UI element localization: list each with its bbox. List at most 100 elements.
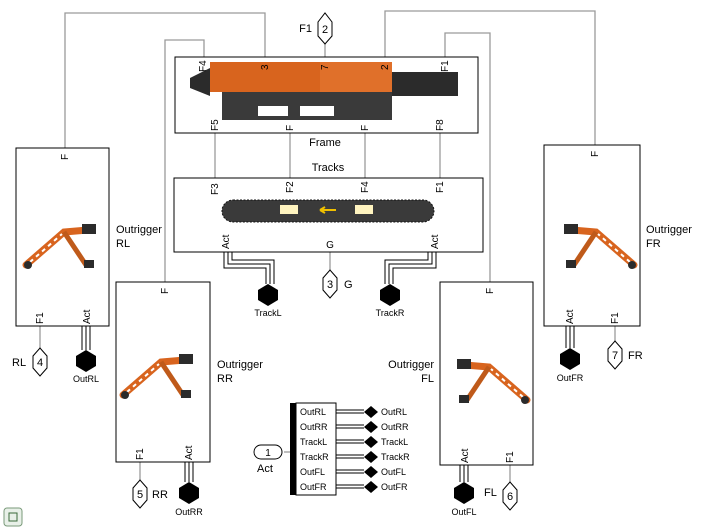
bus-selector-signal: OutRL [300,407,326,417]
bus-selector-signal: OutRR [300,422,328,432]
tracks-port-f4: F4 [360,181,371,193]
trackr-label: TrackR [376,308,405,318]
outrigger-rl-port-f: F [60,154,71,160]
tracks-port-g: G [326,240,334,251]
outrigger-rr-label-2: RR [217,373,233,385]
connection-port-f1[interactable]: 2 [317,12,333,45]
connection-port-fr-label: FR [628,350,643,362]
trackl-label: TrackL [254,308,281,318]
bus-output-port[interactable] [364,481,378,493]
tracks-port-act-left: Act [221,234,232,249]
bus-selector-signal: TrackR [300,452,329,462]
frame-port-7: 7 [320,64,331,70]
outrigger-fr-port-f: F [590,151,601,157]
outrigger-rr-port-act: Act [184,445,195,460]
subsystem-hierarchy-icon[interactable] [3,507,23,527]
inport-number: 1 [265,448,271,459]
outrigger-rr-label-1: Outrigger [217,359,263,371]
outfr-label: OutFR [557,373,584,383]
connection-port-fl-label: FL [484,487,497,499]
connection-port-fr[interactable]: 7 [607,340,623,370]
connection-port-fl[interactable]: 6 [502,481,518,511]
frame-illustration [190,62,458,120]
frame-port-2: 2 [380,64,391,70]
outrigger-fr-block[interactable]: F Act F1 [543,144,641,327]
bus-selector-signal: TrackL [300,437,327,447]
outrigger-fl-port-f1: F1 [505,451,516,463]
frame-port-f7: F [360,125,371,131]
frame-port-f4: F4 [198,60,209,72]
outrigger-rl-block[interactable]: F F1 Act [15,147,110,327]
trackr-output[interactable] [380,284,400,306]
bus-output-label: OutFR [381,482,408,492]
port-number: 2 [322,24,328,36]
outrigger-fr-port-f1: F1 [610,312,621,324]
tracks-block[interactable]: F3 F2 F4 F1 Act G Act [173,177,484,253]
port-number: 4 [37,357,43,369]
bus-selector-signal: OutFR [300,482,327,492]
bus-output-label: OutRL [381,407,407,417]
outrr-label: OutRR [175,507,203,517]
outfl-output[interactable] [454,482,474,504]
connection-port-rr[interactable]: 5 [132,479,148,509]
act-inport[interactable]: 1 [253,444,283,460]
connection-port-rr-label: RR [152,489,168,501]
track-illustration [221,199,435,223]
bus-output-port[interactable] [364,466,378,478]
outrigger-fl-label-2: FL [421,373,434,385]
frame-port-f5: F5 [210,119,221,131]
outrl-label: OutRL [73,374,99,384]
tracks-port-act-right: Act [430,234,441,249]
bus-output-port[interactable] [364,451,378,463]
frame-port-3: 3 [260,64,271,70]
bus-output-port[interactable] [364,436,378,448]
outrigger-rl-port-f1: F1 [35,312,46,324]
bus-selector[interactable] [290,402,337,496]
frame-block[interactable]: F4 3 7 2 F1 F5 F F F8 [174,56,479,134]
bus-output-label: TrackL [381,437,408,447]
outrigger-rl-label-1: Outrigger [116,224,162,236]
frame-port-f1: F1 [440,60,451,72]
port-number: 7 [612,350,618,362]
outrigger-rr-port-f1: F1 [135,448,146,460]
tracks-port-f2: F2 [285,181,296,193]
physical-connections [39,10,616,482]
bus-output-port[interactable] [364,421,378,433]
outrigger-fl-port-f: F [485,288,496,294]
outrigger-fr-label-1: Outrigger [646,224,692,236]
act-inport-label: Act [257,463,273,475]
connection-port-rl[interactable]: 4 [32,347,48,377]
outrigger-rl-port-act: Act [82,309,93,324]
bus-output-label: OutRR [381,422,409,432]
outrigger-fl-port-act: Act [460,448,471,463]
frame-port-f8: F8 [435,119,446,131]
tracks-port-f1: F1 [435,181,446,193]
port-number: 6 [507,491,513,503]
outfr-output[interactable] [560,348,580,370]
outrl-output[interactable] [76,350,96,372]
port-number: 3 [327,279,333,291]
bus-output-label: TrackR [381,452,410,462]
outrigger-rr-port-f: F [160,288,171,294]
tracks-label: Tracks [312,162,345,174]
bus-output-label: OutFL [381,467,406,477]
outrigger-fl-block[interactable]: F Act F1 [439,281,534,466]
connection-port-g[interactable]: 3 [322,269,338,299]
outrigger-fr-port-act: Act [565,309,576,324]
actuation-buses [81,252,575,482]
frame-label: Frame [309,137,341,149]
outrigger-rl-label-2: RL [116,238,130,250]
outrigger-fr-label-2: FR [646,238,661,250]
port-number: 5 [137,489,143,501]
bus-output-port[interactable] [364,406,378,418]
outfl-label: OutFL [451,507,476,517]
frame-port-f6: F [285,125,296,131]
connection-port-g-label: G [344,279,353,291]
outrigger-rr-block[interactable]: F F1 Act [115,281,211,463]
tracks-port-f3: F3 [210,183,221,195]
connection-port-rl-label: RL [12,357,26,369]
trackl-output[interactable] [258,284,278,306]
bus-selector-signal: OutFL [300,467,325,477]
outrr-output[interactable] [179,482,199,504]
